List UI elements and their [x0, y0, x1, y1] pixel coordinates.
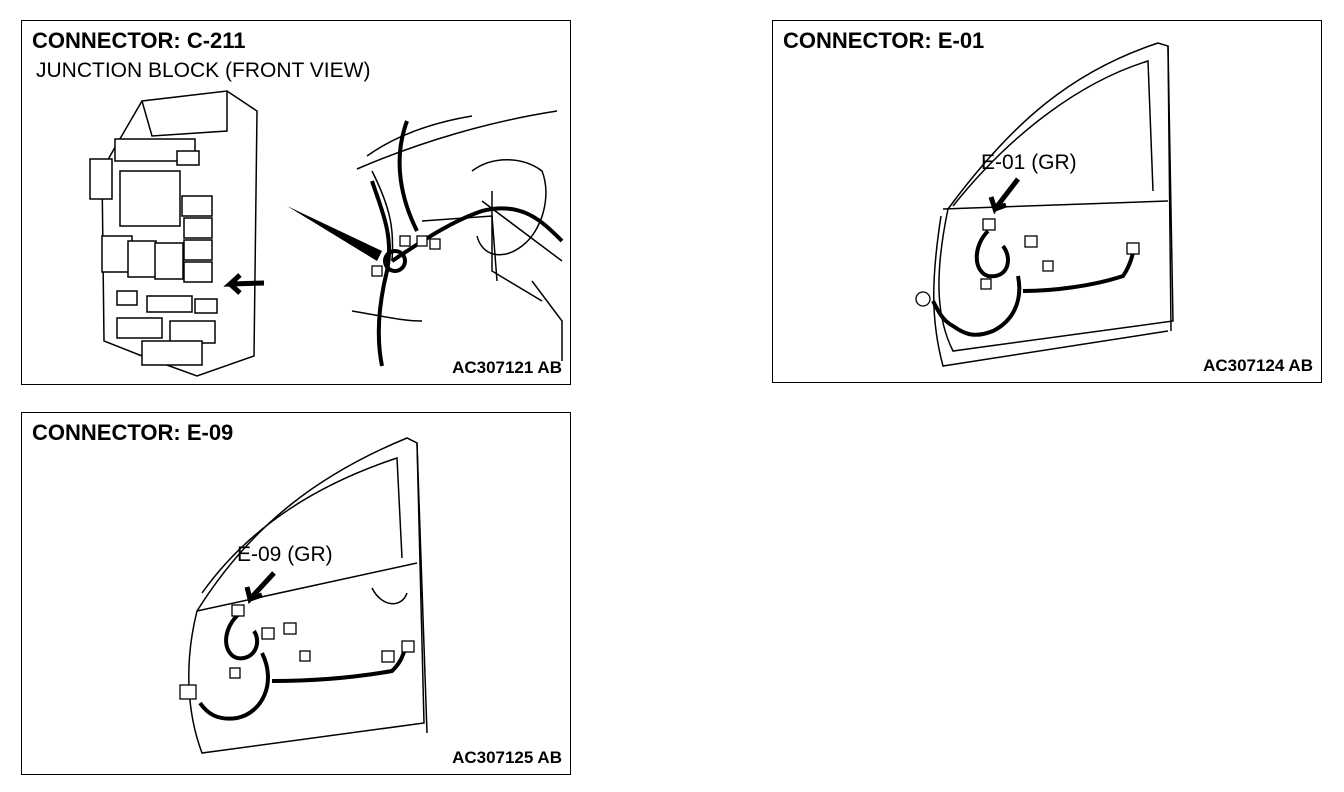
connector-callout: E-01 (GR): [981, 151, 1077, 174]
figure-code: AC307124 AB: [1203, 356, 1313, 375]
arrow-icon: [223, 273, 265, 295]
connector-title: CONNECTOR: C-211: [32, 28, 246, 53]
arrow-icon: [988, 177, 1020, 215]
diagram-panel-e09: CONNECTOR: E-09 E-09 (GR) AC307125 AB: [21, 412, 571, 775]
junction-block-illustration: [89, 90, 564, 377]
diagram-panel-c211: CONNECTOR: C-211 JUNCTION BLOCK (FRONT V…: [21, 20, 571, 385]
connector-subtitle: JUNCTION BLOCK (FRONT VIEW): [36, 59, 371, 82]
connector-callout: E-09 (GR): [237, 543, 333, 566]
front-door-illustration: [915, 42, 1174, 367]
arrow-icon: [244, 571, 276, 605]
connector-title: CONNECTOR: E-01: [783, 28, 985, 53]
connector-title: CONNECTOR: E-09: [32, 420, 234, 445]
diagram-panel-e01: CONNECTOR: E-01 E-01 (GR) AC307124 AB: [772, 20, 1322, 383]
figure-code: AC307125 AB: [452, 748, 562, 767]
figure-code: AC307121 AB: [452, 358, 562, 377]
rear-door-illustration: [179, 437, 428, 754]
